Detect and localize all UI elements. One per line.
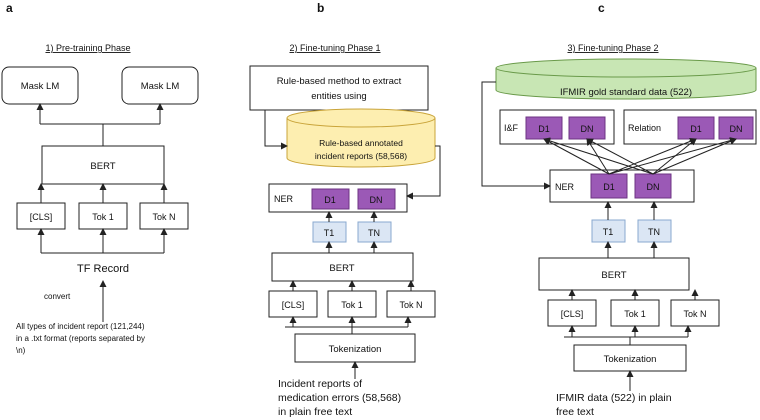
tn-label-c: TN [648,227,660,237]
tokenization-label-c: Tokenization [604,354,657,365]
gold-standard-label: IFMIR gold standard data (522) [560,87,692,98]
d1-box-b [311,188,350,210]
token-cls-label-a: [CLS] [30,212,53,222]
mask-lm-label-2: Mask LM [141,81,180,92]
tn-label-b: TN [368,228,380,238]
dn-box-c [634,173,672,199]
bert-label-c: BERT [601,270,626,281]
token-n-box-c [670,299,720,327]
if-dn-label: DN [581,124,594,134]
tokenization-box-b [294,333,416,363]
arrows-c [481,81,737,391]
t1-label-c: T1 [603,227,614,237]
relation-d1-label: D1 [690,124,702,134]
bert-box-b [271,252,414,282]
dn-label-c: DN [647,182,660,192]
tf-record-label: TF Record [77,263,129,275]
panel-c-title: 3) Fine-tuning Phase 2 [567,43,658,53]
input-text-b-line-2: medication errors (58,568) [278,392,401,404]
bert-label-b: BERT [329,263,354,274]
dn-box-b [357,188,396,210]
input-text-b-line-3: in plain free text [278,406,352,418]
ner-label-c: NER [555,182,575,192]
t1-label-b: T1 [324,228,335,238]
token-cls-label-c: [CLS] [561,309,584,319]
cylinder-b-line-2: incident reports (58,568) [315,151,407,161]
panel-a: a 1) Pre-training Phase Mask LM Mask LM … [1,1,199,355]
token-1-label-a: Tok 1 [92,212,114,222]
panel-letter-c: c [598,1,605,15]
relation-label: Relation [628,123,661,133]
token-n-label-b: Tok N [399,300,422,310]
rule-based-box [249,65,429,111]
bert-box-c [538,257,690,291]
rule-based-line-2: entities using [311,91,366,102]
token-n-label-c: Tok N [683,309,706,319]
cylinder-b-line-1: Rule-based annotated [319,138,403,148]
tokenization-label-b: Tokenization [329,344,382,355]
bert-label-a: BERT [90,161,115,172]
if-d1-label: D1 [538,124,550,134]
mask-lm-label-1: Mask LM [21,81,60,92]
panel-c: c 3) Fine-tuning Phase 2 IFMIR gold stan… [481,1,757,418]
input-text-b-line-1: Incident reports of [278,378,362,390]
dn-label-b: DN [370,195,383,205]
panel-letter-a: a [6,1,13,15]
token-1-label-c: Tok 1 [624,309,646,319]
convert-label: convert [44,292,71,301]
token-cls-box-c [547,299,597,327]
arrows-a [36,103,168,322]
input-text-a-line-3: \n) [16,346,26,355]
token-n-box-b [386,290,436,318]
token-1-box-a [78,202,128,230]
input-text-c-line-2: free text [556,406,594,418]
arrows-b [264,110,441,379]
token-1-label-b: Tok 1 [341,300,363,310]
panel-letter-b: b [317,1,324,15]
token-cls-label-b: [CLS] [282,300,305,310]
rule-based-line-1: Rule-based method to extract [277,76,402,87]
token-cls-box-a [16,202,66,230]
if-label: I&F [504,123,519,133]
input-text-a-line-2: in a .txt format (reports separated by [16,334,145,343]
panel-b-title: 2) Fine-tuning Phase 1 [289,43,380,53]
d1-label-b: D1 [324,195,336,205]
input-text-c-line-1: IFMIR data (522) in plain [556,392,672,404]
token-n-label-a: Tok N [152,212,175,222]
d1-box-c [590,173,628,199]
panel-a-title: 1) Pre-training Phase [45,43,130,53]
annotated-reports-cylinder: Rule-based annotated incident reports (5… [286,108,436,168]
relation-dn-label: DN [730,124,743,134]
input-text-a-line-1: All types of incident report (121,244) [16,322,145,331]
gold-standard-cylinder: IFMIR gold standard data (522) [495,58,757,100]
d1-label-c: D1 [603,182,615,192]
ner-label-b: NER [274,194,294,204]
panel-b: b 2) Fine-tuning Phase 1 Rule-based meth… [249,1,441,418]
